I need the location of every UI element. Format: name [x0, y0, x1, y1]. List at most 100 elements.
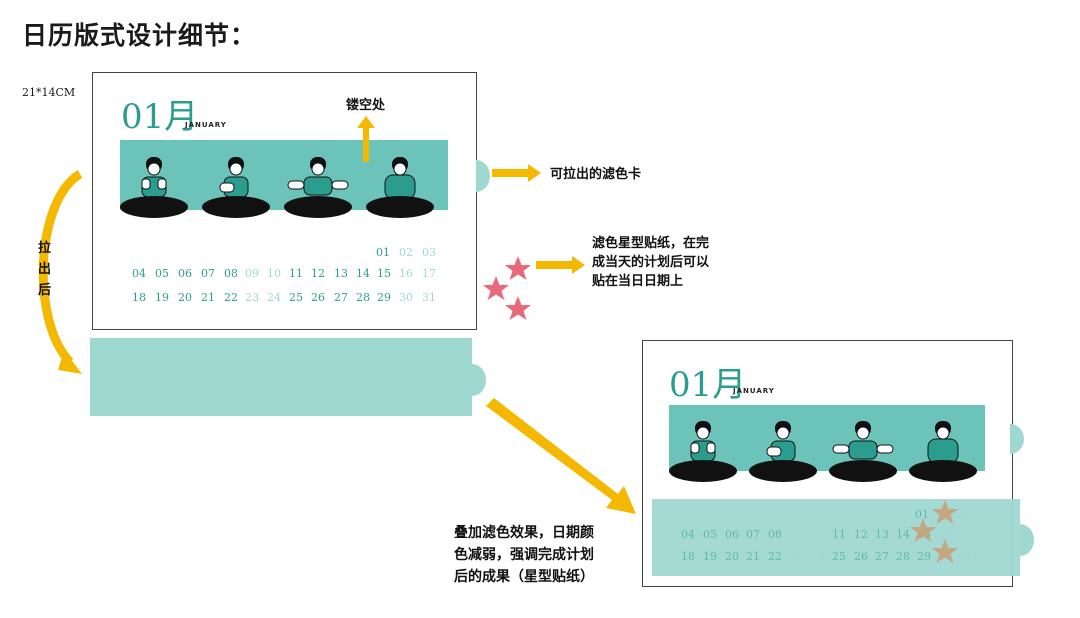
sticker-note-line: 滤色星型贴纸，在完 — [592, 236, 710, 251]
figure-1 — [120, 157, 188, 218]
pull-card-label: 可拉出的滤色卡 — [550, 167, 642, 182]
date: 31 — [422, 291, 436, 304]
date: 18 — [681, 550, 695, 563]
sticker-note-line: 贴在当日日期上 — [592, 274, 684, 289]
star-icon — [505, 296, 531, 320]
date: 16 — [399, 267, 413, 280]
date: 22 — [224, 291, 238, 304]
figures-illustration — [669, 421, 977, 482]
month-english: JANUARY — [185, 121, 227, 129]
filter-card-pulled-tab[interactable] — [472, 364, 486, 396]
date: 09 — [789, 528, 803, 541]
date: 05 — [155, 267, 169, 280]
date: 18 — [132, 291, 146, 304]
date: 06 — [725, 528, 739, 541]
date: 04 — [681, 528, 695, 541]
date: 12 — [854, 528, 868, 541]
star-icon — [505, 256, 531, 280]
date: 20 — [725, 550, 739, 563]
date: 02 — [399, 246, 413, 259]
date: 19 — [703, 550, 717, 563]
date: 13 — [875, 528, 889, 541]
date: 28 — [896, 550, 910, 563]
month-title: 01月 — [669, 365, 747, 405]
hollow-label: 镂空处 — [346, 98, 386, 113]
date: 01 — [376, 246, 390, 259]
month-english: JANUARY — [733, 387, 775, 395]
date: 07 — [201, 267, 215, 280]
date: 22 — [768, 550, 782, 563]
date: 05 — [703, 528, 717, 541]
date: 26 — [311, 291, 325, 304]
pull-after-label: 拉出后 — [38, 238, 54, 301]
effect-note-line: 后的成果（星型贴纸） — [454, 569, 594, 585]
date: 14 — [896, 528, 910, 541]
star-icon — [910, 518, 936, 542]
date: 01 — [915, 508, 929, 521]
star-icon — [483, 276, 509, 300]
filter-overlay-tab[interactable] — [1020, 524, 1034, 556]
pull-after-text: 拉出后 — [38, 241, 52, 298]
marked-stars — [910, 500, 958, 563]
date: 09 — [245, 267, 259, 280]
month-title: 01月 — [121, 97, 199, 137]
date: 03 — [959, 508, 973, 521]
curved-arrow-icon — [38, 170, 83, 374]
figure-2 — [202, 157, 270, 218]
date: 25 — [289, 291, 303, 304]
date: 23 — [245, 291, 259, 304]
arrow-right-icon-2 — [536, 256, 585, 274]
filter-card-tab[interactable] — [1010, 424, 1024, 454]
date: 07 — [746, 528, 760, 541]
date: 27 — [875, 550, 889, 563]
filter-card-pulled[interactable] — [90, 338, 472, 416]
date: 16 — [938, 528, 952, 541]
page-title: 日历版式设计细节： — [22, 21, 257, 50]
star-stickers — [483, 256, 531, 320]
date: 24 — [267, 291, 281, 304]
calendar-card-top: 01月 JANUARY — [92, 72, 477, 330]
date: 15 — [377, 267, 391, 280]
arrow-right-icon — [492, 164, 541, 182]
date: 14 — [356, 267, 370, 280]
date: 31 — [959, 550, 973, 563]
date: 08 — [224, 267, 238, 280]
sticker-note: 滤色星型贴纸，在完 成当天的计划后可以 贴在当日日期上 — [592, 234, 709, 291]
filter-overlay — [652, 499, 1020, 576]
filter-card-tab[interactable] — [476, 160, 490, 192]
star-icon — [932, 500, 958, 524]
figure-3 — [284, 157, 352, 218]
date: 21 — [201, 291, 215, 304]
date: 23 — [789, 550, 803, 563]
date: 19 — [155, 291, 169, 304]
arrow-up-icon — [357, 116, 375, 162]
date: 24 — [811, 550, 825, 563]
date: 10 — [811, 528, 825, 541]
effect-note-line: 叠加滤色效果，日期颜 — [454, 525, 594, 541]
figure-4 — [366, 157, 434, 218]
date: 29 — [917, 550, 931, 563]
size-label: 21*14CM — [22, 86, 76, 99]
date: 04 — [132, 267, 146, 280]
date: 10 — [267, 267, 281, 280]
effect-note: 叠加滤色效果，日期颜 色减弱，强调完成计划 后的成果（星型贴纸） — [454, 522, 594, 588]
date: 13 — [334, 267, 348, 280]
date: 28 — [356, 291, 370, 304]
date: 27 — [334, 291, 348, 304]
diagonal-arrow-icon — [486, 398, 636, 514]
date: 17 — [422, 267, 436, 280]
figures-illustration — [120, 157, 434, 218]
date: 17 — [959, 528, 973, 541]
date: 30 — [399, 291, 413, 304]
sticker-note-line: 成当天的计划后可以 — [592, 255, 710, 270]
date: 11 — [289, 267, 303, 280]
date: 21 — [746, 550, 760, 563]
date: 03 — [422, 246, 436, 259]
date: 26 — [854, 550, 868, 563]
date: 11 — [832, 528, 846, 541]
date: 12 — [311, 267, 325, 280]
date: 08 — [768, 528, 782, 541]
effect-note-line: 色减弱，强调完成计划 — [454, 547, 594, 563]
date: 29 — [377, 291, 391, 304]
star-icon — [932, 539, 958, 563]
